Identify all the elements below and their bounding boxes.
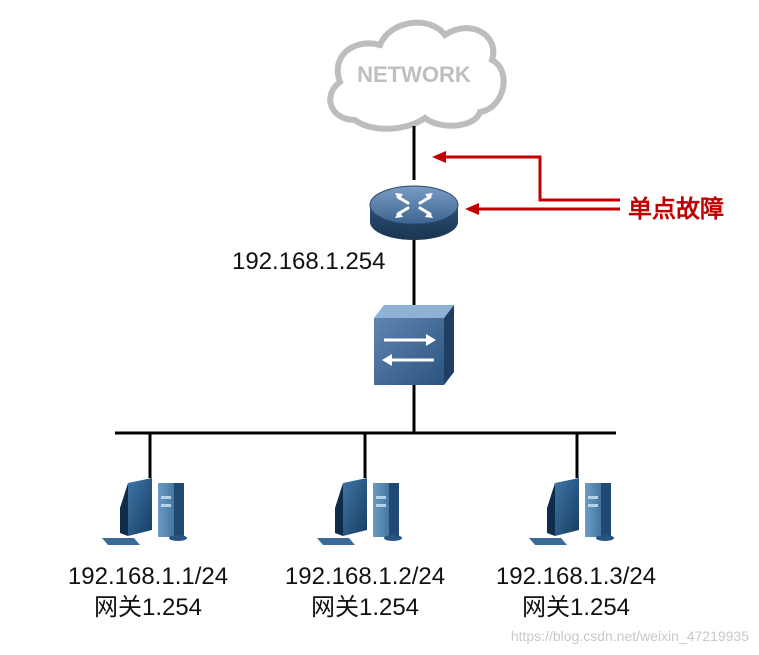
fault-arrows: [432, 151, 620, 215]
pc-icon-2: [317, 478, 402, 545]
host-1-gateway: 网关1.254: [93, 594, 203, 621]
watermark-text: https://blog.csdn.net/weixin_47219935: [510, 628, 749, 644]
network-label: NETWORK: [357, 62, 471, 87]
single-point-failure-label: 单点故障: [628, 196, 724, 223]
cloud-shape: [327, 19, 507, 132]
network-cloud: NETWORK: [327, 19, 507, 132]
router-icon: [369, 185, 459, 240]
pc-icon-3: [529, 478, 614, 545]
host-3-ip: 192.168.1.3/24: [495, 563, 657, 590]
host-2-ip: 192.168.1.2/24: [284, 563, 446, 590]
host-2-label: 192.168.1.2/24 网关1.254: [265, 561, 465, 623]
host-1-ip: 192.168.1.1/24: [67, 563, 229, 590]
host-3-label: 192.168.1.3/24 网关1.254: [476, 561, 676, 623]
pc-icon-1: [102, 478, 187, 545]
host-3-gateway: 网关1.254: [521, 594, 631, 621]
host-1-label: 192.168.1.1/24 网关1.254: [48, 561, 248, 623]
host-2-gateway: 网关1.254: [310, 594, 420, 621]
router-ip-label: 192.168.1.254: [232, 248, 386, 275]
switch-icon: [374, 305, 454, 385]
